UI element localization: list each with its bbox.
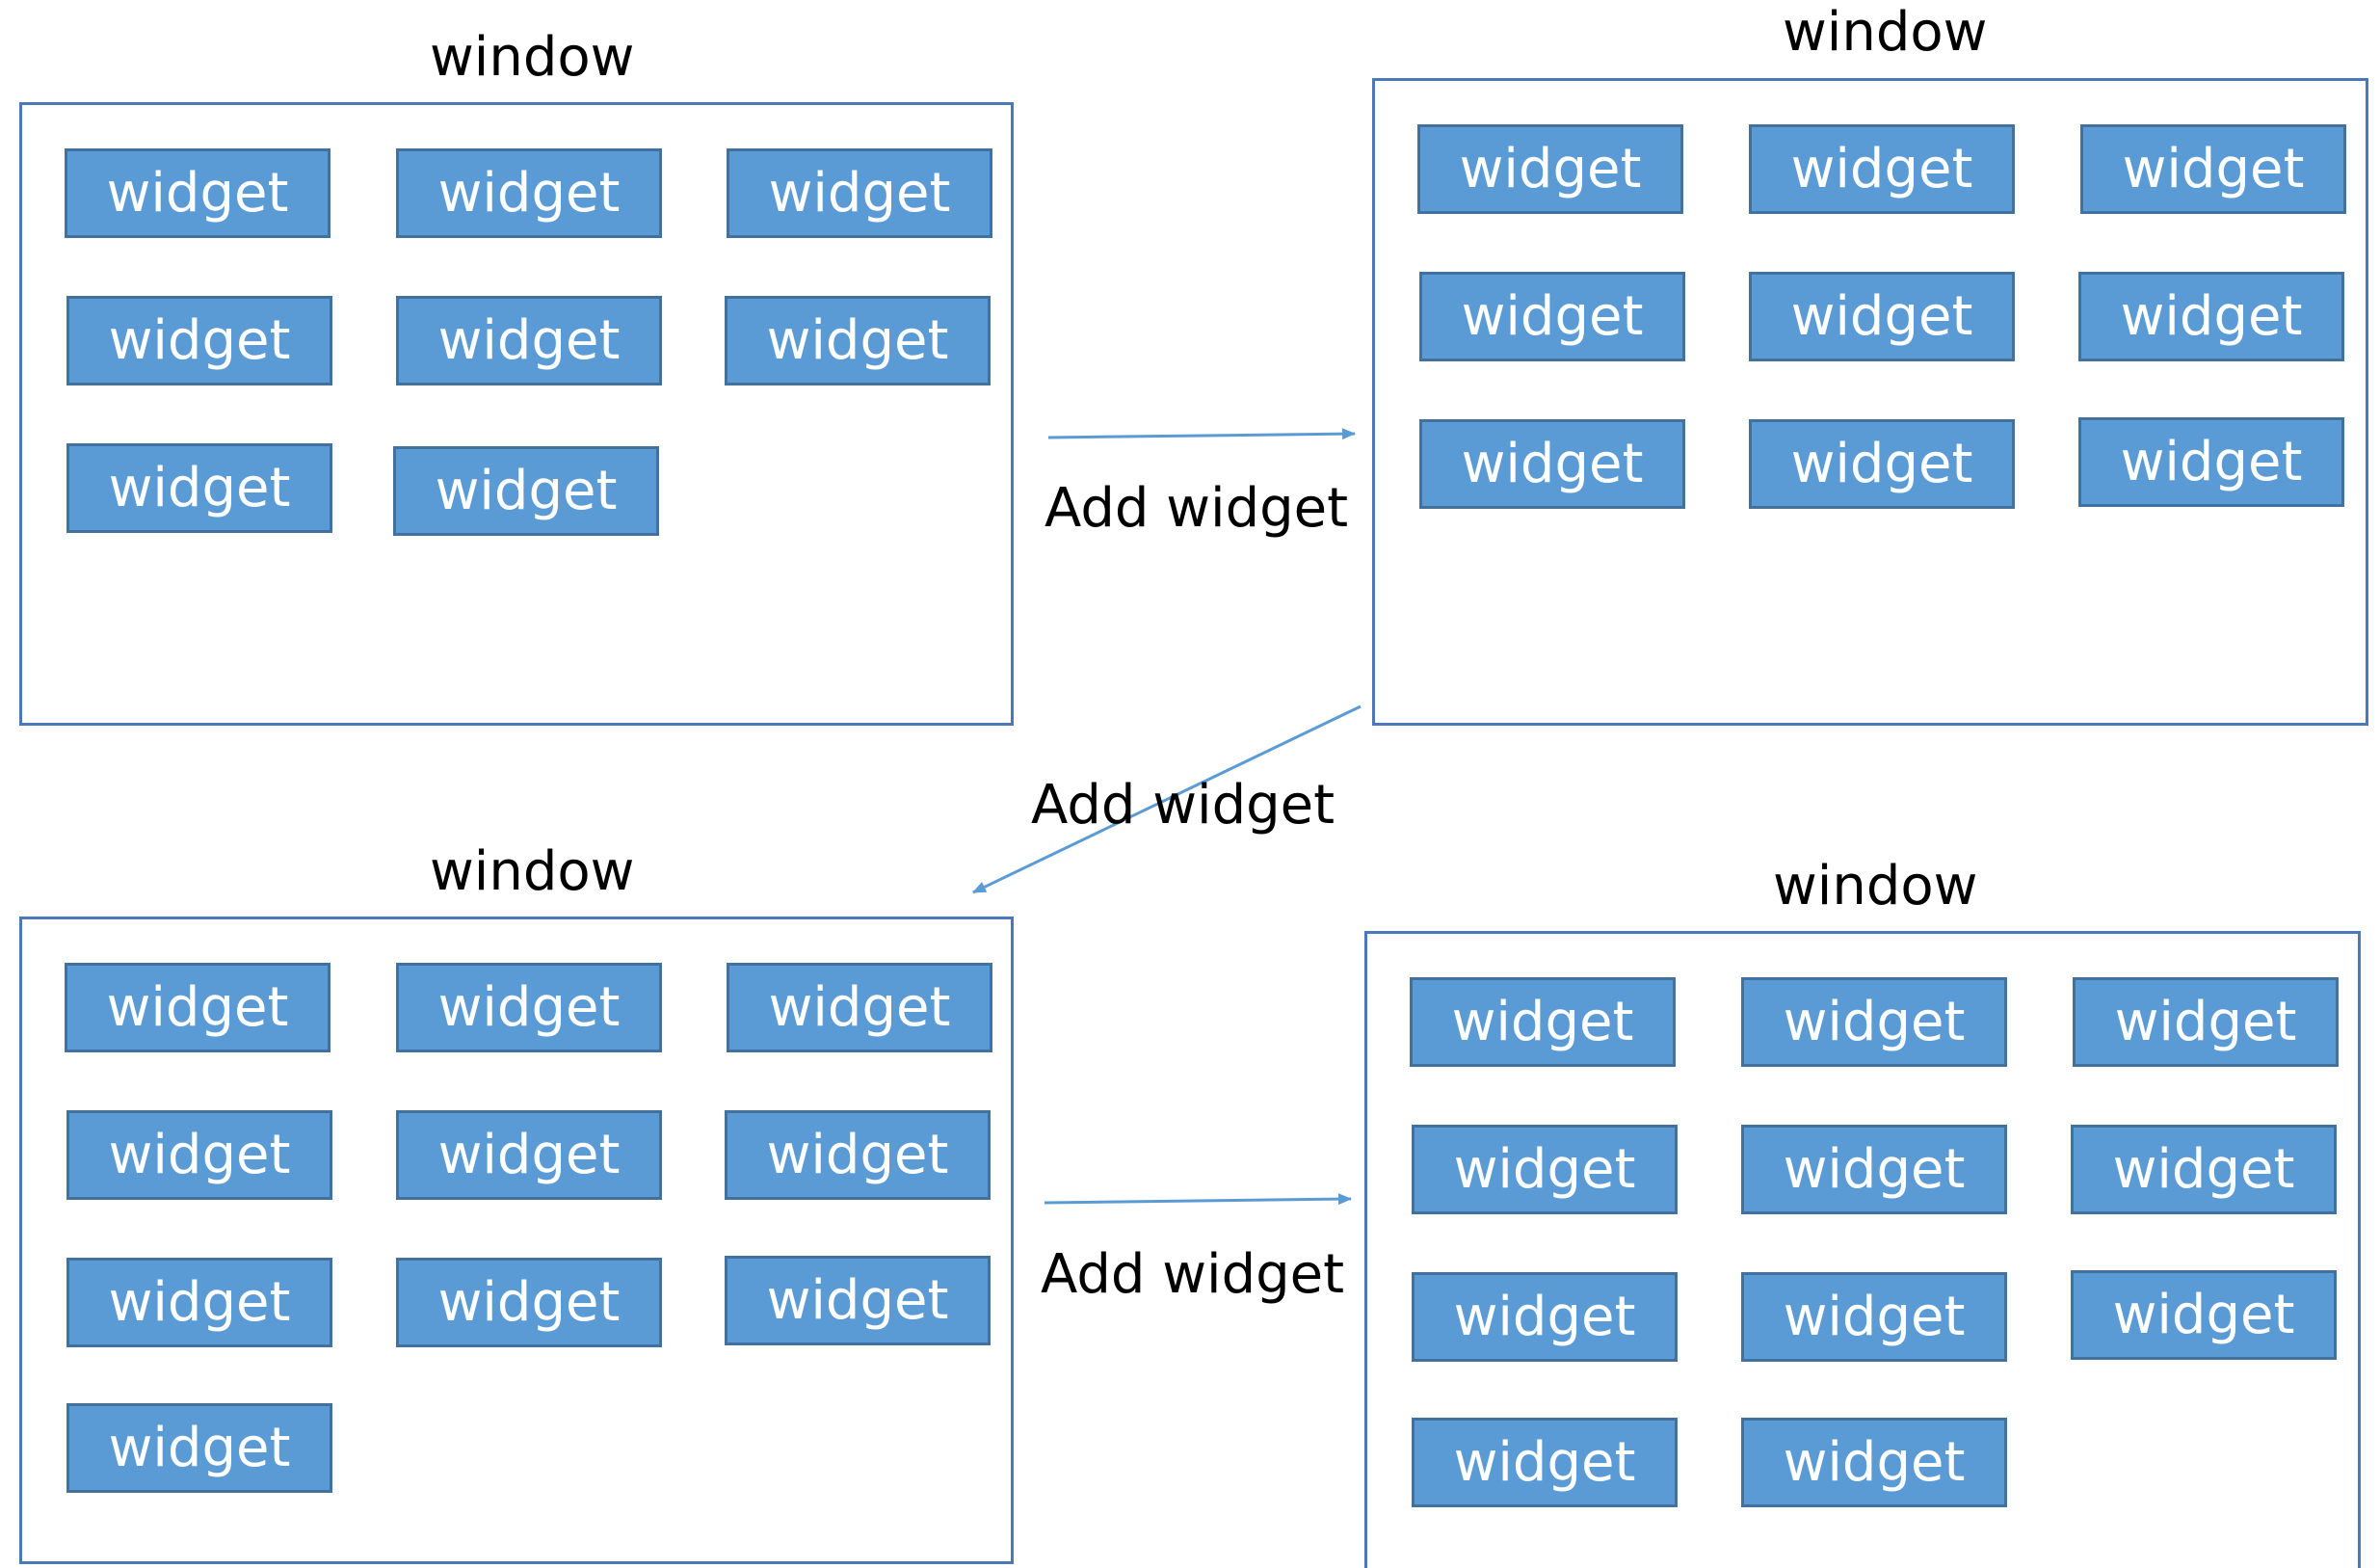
window-2-widget-2: widget	[1749, 124, 2015, 214]
window-4-widget-10: widget	[1412, 1418, 1678, 1507]
window-3-widget-3: widget	[727, 963, 992, 1052]
window-3-title: window	[430, 840, 635, 903]
window-1: widget widget widget widget widget widge…	[19, 102, 1014, 726]
window-4-widget-6: widget	[2071, 1125, 2337, 1214]
window-1-widget-3: widget	[727, 148, 992, 238]
window-2-widget-5: widget	[1749, 272, 2015, 361]
window-1-widget-1: widget	[65, 148, 331, 238]
window-2: widget widget widget widget widget widge…	[1372, 78, 2368, 726]
window-4-widget-2: widget	[1741, 977, 2007, 1067]
window-1-widget-7: widget	[66, 443, 332, 533]
window-3-widget-8: widget	[396, 1258, 662, 1347]
window-2-title: window	[1783, 1, 1988, 64]
window-1-widget-5: widget	[396, 296, 662, 385]
window-4-widget-8: widget	[1741, 1272, 2007, 1362]
window-4-title: window	[1773, 855, 1978, 917]
window-2-widget-8: widget	[1749, 419, 2015, 509]
window-4-widget-5: widget	[1741, 1125, 2007, 1214]
window-4-widget-11: widget	[1741, 1418, 2007, 1507]
window-2-widget-1: widget	[1417, 124, 1683, 214]
window-4-widget-9: widget	[2071, 1270, 2337, 1360]
window-2-widget-6: widget	[2078, 272, 2344, 361]
window-1-widget-2: widget	[396, 148, 662, 238]
window-4: widget widget widget widget widget widge…	[1364, 931, 2361, 1568]
window-2-widget-7: widget	[1419, 419, 1685, 509]
window-3: widget widget widget widget widget widge…	[19, 917, 1014, 1564]
window-2-widget-4: widget	[1419, 272, 1685, 361]
window-3-widget-2: widget	[396, 963, 662, 1052]
window-3-widget-4: widget	[66, 1110, 332, 1200]
arrow-3-label: Add widget	[1041, 1243, 1345, 1306]
window-3-widget-5: widget	[396, 1110, 662, 1200]
window-2-widget-3: widget	[2080, 124, 2346, 214]
window-3-widget-10: widget	[66, 1403, 332, 1493]
window-4-widget-4: widget	[1412, 1125, 1678, 1214]
window-4-widget-1: widget	[1410, 977, 1676, 1067]
arrow-2-label: Add widget	[1031, 774, 1335, 837]
arrow-1-label: Add widget	[1045, 477, 1349, 540]
window-3-widget-9: widget	[725, 1256, 991, 1345]
window-3-widget-1: widget	[65, 963, 331, 1052]
window-1-widget-4: widget	[66, 296, 332, 385]
window-1-widget-8: widget	[393, 446, 659, 536]
window-4-widget-7: widget	[1412, 1272, 1678, 1362]
window-2-widget-9: widget	[2078, 417, 2344, 507]
arrow-3	[1044, 1193, 1352, 1206]
window-3-widget-7: widget	[66, 1258, 332, 1347]
window-1-widget-6: widget	[725, 296, 991, 385]
window-4-widget-3: widget	[2073, 977, 2339, 1067]
window-1-title: window	[430, 26, 635, 89]
window-3-widget-6: widget	[725, 1110, 991, 1200]
arrow-1	[1047, 428, 1356, 440]
